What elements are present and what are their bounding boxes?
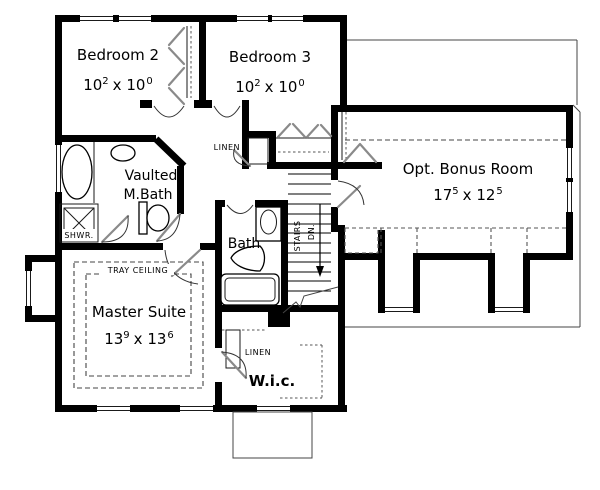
sink (260, 209, 277, 235)
mbath-label-line1: Vaulted (125, 168, 178, 184)
shower-door-leaf (100, 214, 130, 244)
dormer-windows (385, 305, 523, 314)
stair-void-dashed (344, 227, 379, 254)
wic-label: W.i.c. (249, 372, 295, 390)
bonus-room-label: Opt. Bonus Room (403, 160, 534, 178)
stairs-down-label: DN. (307, 224, 316, 240)
stairs-arrowhead (316, 266, 324, 277)
master-suite-label: Master Suite (92, 303, 186, 321)
dashed-lines (73, 26, 566, 399)
window (80, 14, 113, 23)
window (385, 305, 413, 314)
window (257, 404, 290, 413)
window (97, 404, 130, 413)
tray-ceiling-inner (85, 273, 192, 377)
stairs (282, 173, 339, 314)
mbath-door-leaf (155, 212, 182, 243)
linen-hall-label: LINEN (214, 143, 240, 152)
bedroom3-label: Bedroom 3 (229, 48, 311, 66)
stairs-label: STAIRS (293, 221, 302, 252)
window (272, 14, 303, 23)
garden-tub (61, 144, 93, 200)
bathtub (220, 273, 280, 306)
window (565, 182, 574, 212)
bedroom3-closet-bifold (276, 122, 333, 139)
roof-outline (232, 39, 581, 459)
bath-label: Bath (228, 236, 261, 252)
window (54, 145, 63, 192)
sink (110, 144, 136, 162)
bedroom2-label: Bedroom 2 (77, 46, 159, 64)
wic-door-leaf (220, 350, 248, 380)
window (495, 305, 523, 314)
toilet (230, 245, 266, 272)
tray-ceiling-outer (73, 261, 204, 389)
hall-linen-shelf (247, 137, 269, 165)
linen-wic-label: LINEN (245, 348, 271, 357)
master-door-leaf (170, 248, 202, 278)
window (237, 14, 268, 23)
window (119, 14, 151, 23)
window (565, 148, 574, 178)
bedroom2-closet-bifold (167, 26, 186, 106)
interior-walls (55, 22, 530, 412)
bath-door-arc (226, 204, 254, 214)
bedroom3-door-arc (213, 105, 241, 118)
shower-label: SHWR. (64, 231, 93, 240)
bedroom2-door-arc (153, 105, 185, 118)
bath-fixtures (220, 206, 282, 306)
chimney-outline (232, 411, 313, 459)
linen-shelf (225, 329, 241, 369)
box-window (24, 255, 62, 322)
bonus-door-leaf (336, 184, 362, 209)
bonus-nook-double-door (342, 142, 378, 164)
annotation-labels: TRAY CEILING LINEN LINEN SHWR. STAIRS DN… (62, 143, 316, 357)
toilet-tank (138, 201, 148, 235)
window (180, 404, 213, 413)
mbath-label-line2: M.Bath (123, 187, 172, 203)
doors (100, 26, 378, 380)
wic-shelving (225, 137, 269, 369)
stair-break-line (282, 286, 339, 314)
tray-ceiling-label: TRAY CEILING (107, 266, 168, 275)
toilet-bowl (146, 204, 170, 232)
windows (54, 14, 574, 413)
chase-solid (268, 305, 290, 327)
linen-door-leaf (232, 148, 252, 168)
